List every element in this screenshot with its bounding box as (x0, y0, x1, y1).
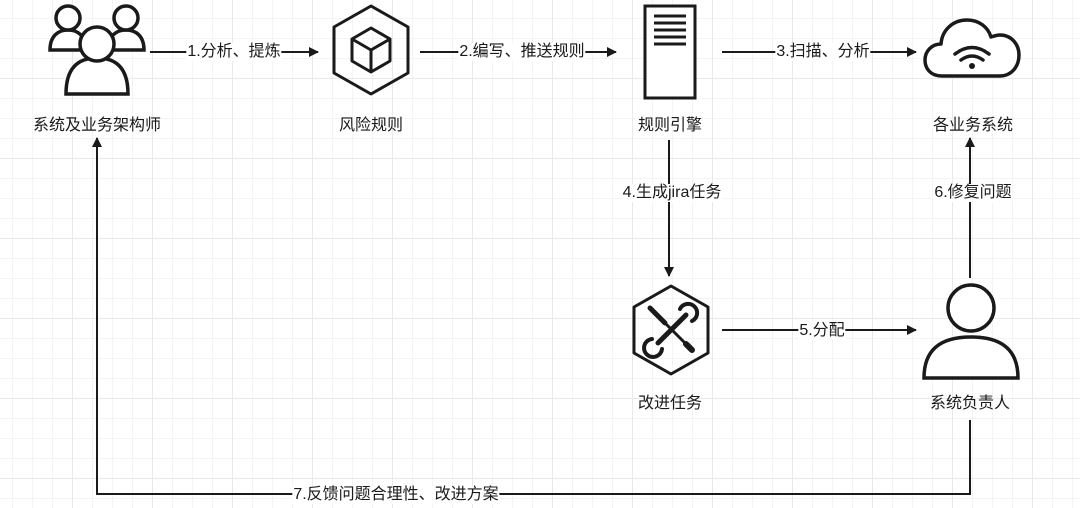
edge-7-label: 7.反馈问题合理性、改进方案 (292, 486, 500, 504)
tools-hexagon-icon (632, 284, 710, 376)
edge-3-label: 3.扫描、分析 (775, 43, 871, 61)
edge-6-label: 6.修复问题 (933, 184, 1013, 202)
edge-4-label: 4.生成jira任务 (621, 184, 723, 202)
edge-5-label: 5.分配 (798, 322, 846, 340)
cube-hexagon-icon (332, 4, 410, 96)
node-business-systems-label: 各业务系统 (932, 117, 1014, 134)
user-icon (922, 283, 1020, 380)
node-improvement-tasks-label: 改进任务 (637, 395, 703, 412)
node-architects-label: 系统及业务架构师 (32, 117, 162, 134)
edge-7-line[interactable] (92, 137, 971, 495)
node-system-owner-label: 系统负责人 (929, 395, 1011, 412)
node-risk-rules-label: 风险规则 (338, 117, 404, 134)
group-users-icon (48, 4, 146, 96)
node-rule-engine-label: 规则引擎 (637, 117, 703, 134)
server-icon (643, 4, 697, 100)
edge-1-label: 1.分析、提炼 (186, 43, 282, 61)
cloud-wifi-icon (923, 18, 1021, 78)
edge-2-label: 2.编写、推送规则 (458, 43, 586, 61)
